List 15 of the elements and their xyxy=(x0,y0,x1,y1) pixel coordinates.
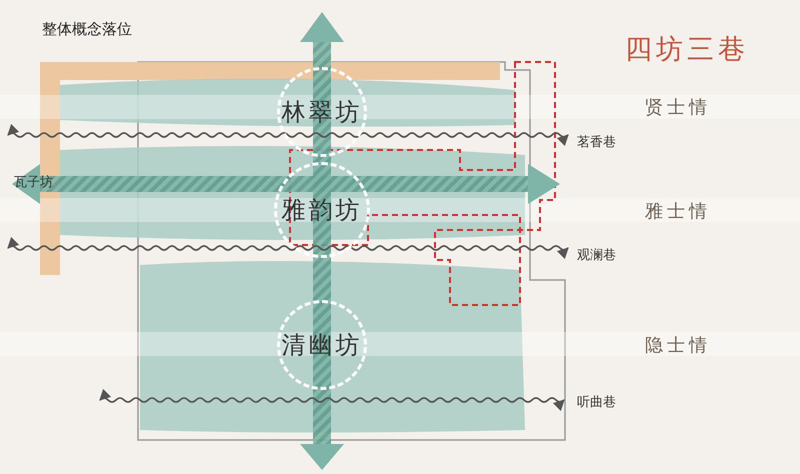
lane-name: 听曲巷 xyxy=(577,396,616,409)
zone-circle xyxy=(274,162,370,258)
zone-name: 林翠坊 xyxy=(282,100,362,124)
lane-name: 观澜巷 xyxy=(577,249,616,262)
plan-title: 整体概念落位 xyxy=(42,22,132,37)
zone-name: 雅韵坊 xyxy=(282,198,362,222)
zone-name: 瓦子坊 xyxy=(14,176,53,189)
lane-name: 茗香巷 xyxy=(577,136,616,149)
zone-name: 清幽坊 xyxy=(282,333,362,357)
zone-circle xyxy=(277,67,367,157)
zone-theme: 隐士情 xyxy=(645,337,711,355)
zone-circle xyxy=(277,300,367,390)
zone-theme: 贤士情 xyxy=(645,99,711,117)
zone-theme: 雅士情 xyxy=(645,203,711,221)
theme-title: 四坊三巷 xyxy=(625,36,749,63)
